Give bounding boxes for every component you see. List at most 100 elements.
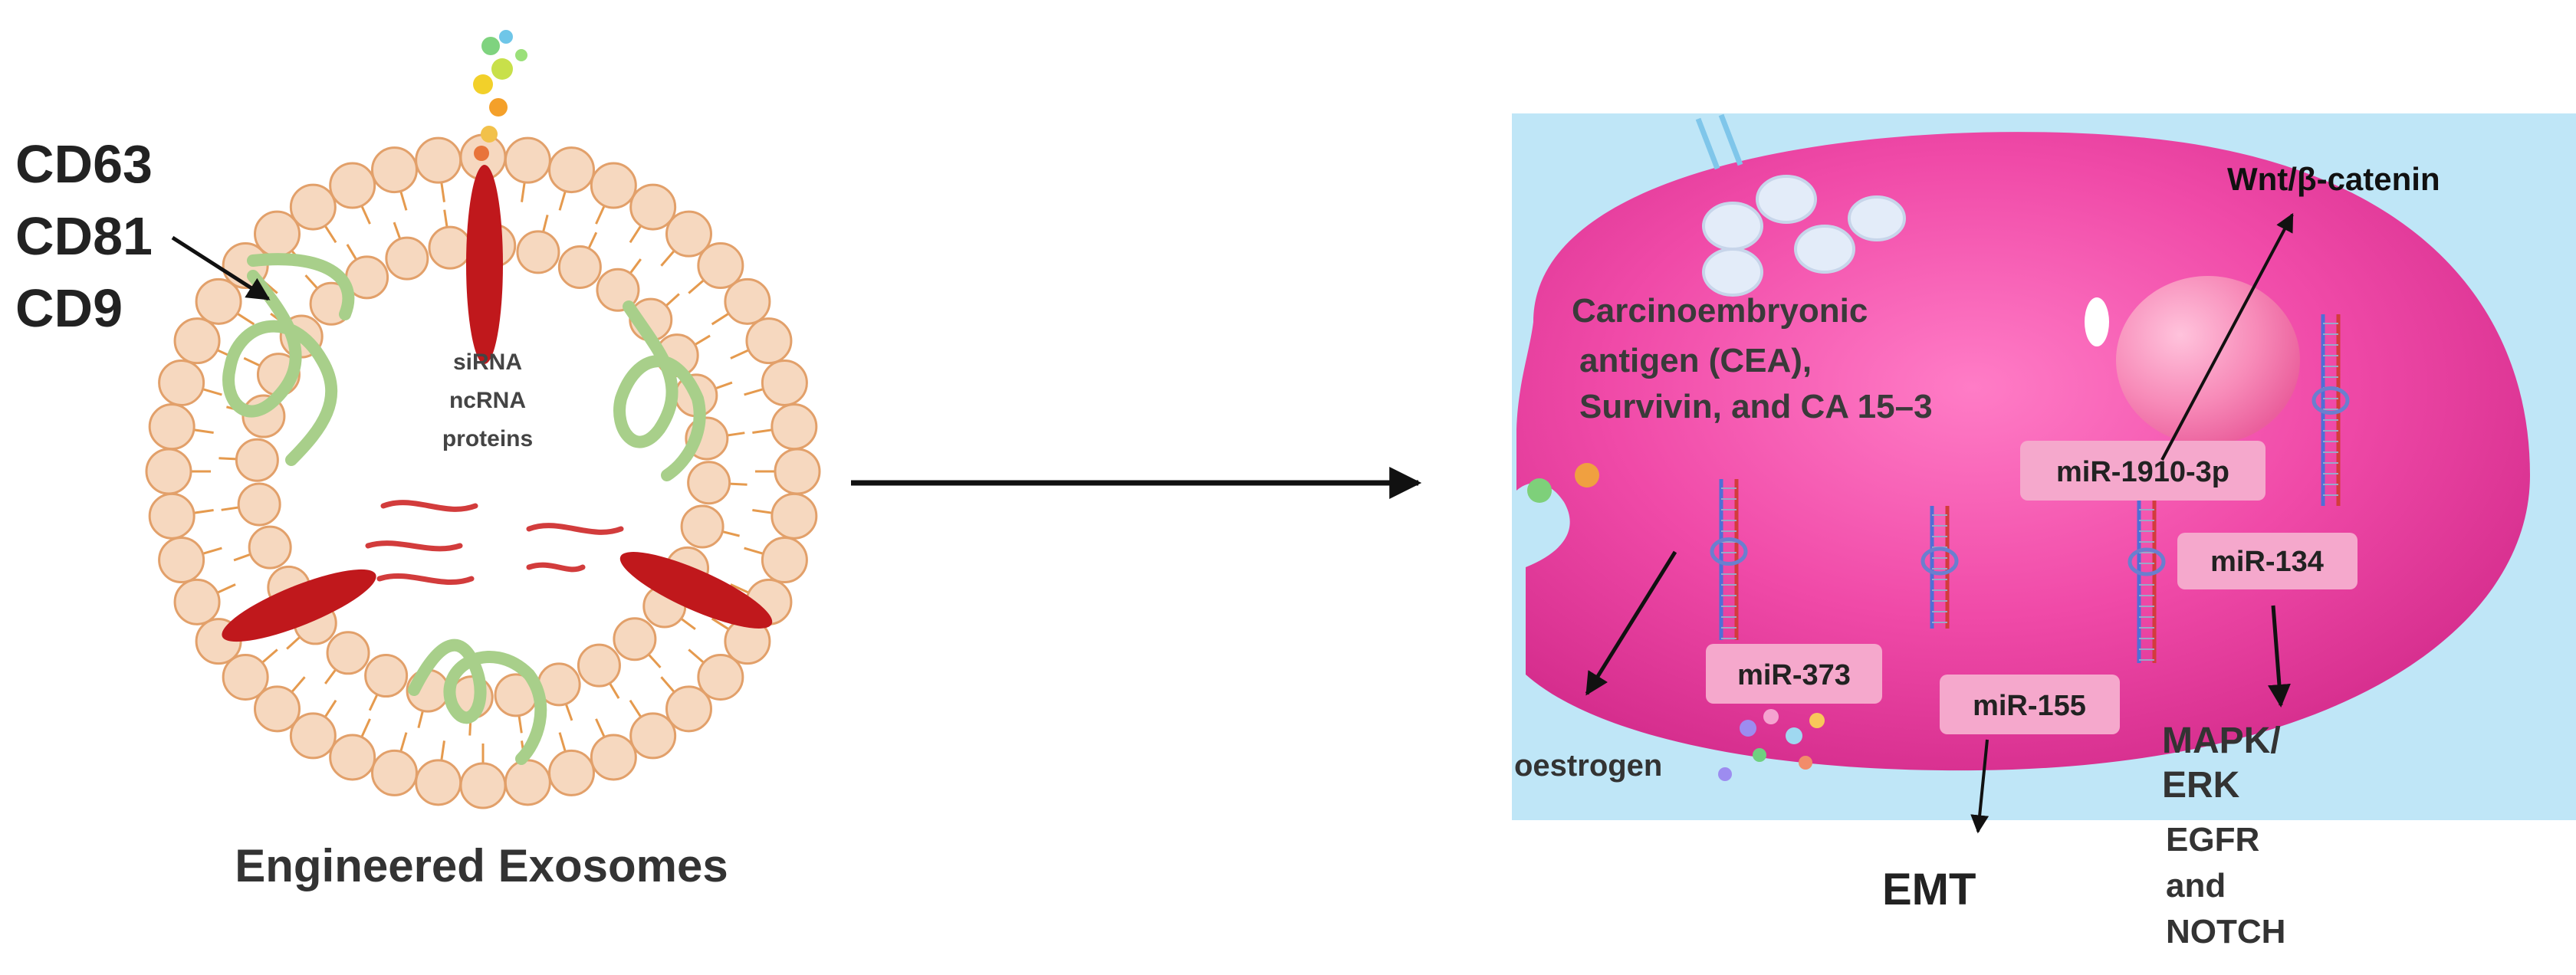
green-rna-strands bbox=[222, 253, 706, 765]
lipid-head-outer bbox=[222, 653, 269, 701]
lipid-head-inner bbox=[385, 236, 429, 281]
antigen-line-1: Carcinoembryonic bbox=[1572, 292, 1868, 330]
lipid-head-outer bbox=[415, 136, 462, 184]
lipid-head-outer bbox=[289, 712, 337, 760]
cargo-ncrna: ncRNA bbox=[449, 388, 526, 413]
lipid-head-outer bbox=[289, 183, 337, 231]
exosome-caption: Engineered Exosomes bbox=[235, 840, 728, 891]
lipid-head-outer bbox=[145, 448, 192, 495]
lipid-head-outer bbox=[590, 162, 637, 209]
lipid-head-outer bbox=[504, 759, 551, 806]
wnt-arrow bbox=[2160, 212, 2294, 461]
lipid-head-outer bbox=[770, 492, 818, 540]
lipid-head-outer bbox=[770, 403, 818, 451]
egfr-label-3: NOTCH bbox=[2166, 913, 2285, 950]
lipid-head-outer bbox=[158, 359, 205, 406]
marker-cd63: CD63 bbox=[15, 134, 153, 194]
lipid-head-outer bbox=[548, 146, 596, 194]
lipid-head-inner bbox=[687, 461, 731, 505]
lipid-head-outer bbox=[329, 734, 376, 781]
lipid-head-inner bbox=[557, 245, 602, 289]
lipid-head-outer bbox=[774, 448, 821, 495]
mirna-hairpins bbox=[1710, 314, 2350, 663]
lipid-head-outer bbox=[370, 749, 418, 796]
lipid-head-inner bbox=[237, 482, 281, 527]
cell-panel: Carcinoembryonic antigen (CEA), Survivin… bbox=[1512, 113, 2576, 950]
egfr-label-1: EGFR bbox=[2166, 821, 2259, 858]
lipid-head-inner bbox=[248, 525, 292, 570]
lipid-head-outer bbox=[665, 210, 712, 258]
mir373-label: miR-373 bbox=[1737, 659, 1851, 691]
receptor-line-2 bbox=[1718, 113, 1743, 166]
lipid-head-outer bbox=[504, 136, 551, 184]
emt-arrow bbox=[1970, 739, 1990, 834]
oestrogen-label: oestrogen bbox=[1514, 749, 1662, 783]
lipid-head-outer bbox=[724, 277, 771, 325]
lipid-head-outer bbox=[173, 317, 221, 365]
lipid-head-outer bbox=[370, 146, 418, 194]
mir1910-box bbox=[2020, 441, 2266, 501]
mir373-box bbox=[1706, 644, 1882, 704]
antigen-line-3: Survivin, and CA 15–3 bbox=[1579, 388, 1933, 425]
mir1910-label: miR-1910-3p bbox=[2056, 456, 2229, 488]
marker-pointer-arrow bbox=[171, 235, 271, 301]
mirna-hairpin bbox=[2312, 314, 2350, 506]
wnt-label: Wnt/β-catenin bbox=[2227, 161, 2440, 197]
dots bbox=[1527, 463, 1825, 781]
lipid-head-outer bbox=[459, 762, 507, 809]
protein-top bbox=[466, 165, 503, 364]
lipid-head-outer bbox=[548, 749, 596, 796]
mir155-label: miR-155 bbox=[1973, 690, 2086, 722]
lipid-head-inner bbox=[596, 268, 640, 312]
lipid-head-outer bbox=[148, 403, 196, 451]
receptor-line-1 bbox=[1695, 117, 1720, 170]
lipid-head-inner bbox=[680, 504, 724, 549]
lipid-head-outer bbox=[254, 685, 301, 733]
exosome-panel: siRNA ncRNA proteins CD63 CD81 CD9 Engin… bbox=[15, 30, 821, 891]
lipid-head-outer bbox=[590, 734, 637, 781]
lipid-head-outer bbox=[158, 537, 205, 584]
lipid-head-outer bbox=[195, 277, 242, 325]
antigen-line-2: antigen (CEA), bbox=[1579, 342, 1812, 379]
mapk-label-2: ERK bbox=[2162, 765, 2240, 806]
cargo-proteins: proteins bbox=[442, 426, 533, 451]
mapk-arrow bbox=[2267, 605, 2291, 707]
lipid-head-outer bbox=[629, 183, 677, 231]
protein-left bbox=[222, 569, 376, 642]
lipid-head-outer bbox=[665, 685, 712, 733]
lipid-head-inner bbox=[428, 225, 472, 270]
mir134-label: miR-134 bbox=[2210, 546, 2324, 578]
lipid-head-inner bbox=[516, 230, 560, 274]
lipid-head-outer bbox=[415, 759, 462, 806]
mapk-label-1: MAPK/ bbox=[2162, 721, 2281, 761]
lipid-head-outer bbox=[148, 492, 196, 540]
mir155-box bbox=[1940, 675, 2120, 734]
marker-cd81: CD81 bbox=[15, 206, 153, 266]
vesicles bbox=[1702, 175, 1906, 297]
lipid-head-inner bbox=[235, 438, 279, 482]
lipid-head-outer bbox=[761, 359, 808, 406]
lipid-head-outer bbox=[745, 317, 793, 365]
marker-cd9: CD9 bbox=[15, 278, 123, 338]
red-rna-fragments bbox=[365, 500, 624, 585]
lipid-head-outer bbox=[697, 653, 744, 701]
nucleus bbox=[2116, 276, 2300, 445]
lipid-head-outer bbox=[173, 578, 221, 625]
membrane-proteins bbox=[222, 165, 773, 642]
mir134-box bbox=[2177, 533, 2358, 589]
lipid-head-inner bbox=[326, 631, 370, 675]
lipid-head-inner bbox=[364, 654, 409, 698]
emt-label: EMT bbox=[1882, 865, 1976, 914]
lipid-head-outer bbox=[697, 242, 744, 290]
oestrogen-arrow bbox=[1585, 550, 1677, 696]
lipid-head-outer bbox=[629, 712, 677, 760]
cargo-sirna: siRNA bbox=[453, 350, 522, 375]
lipid-head-outer bbox=[761, 537, 808, 584]
protein-right bbox=[619, 552, 773, 629]
lipid-head-inner bbox=[613, 617, 657, 661]
egfr-label-2: and bbox=[2166, 867, 2226, 904]
mirna-hairpin bbox=[1710, 479, 1748, 640]
mirna-hairpin bbox=[1921, 506, 1959, 629]
nucleus-highlight bbox=[2085, 297, 2109, 346]
